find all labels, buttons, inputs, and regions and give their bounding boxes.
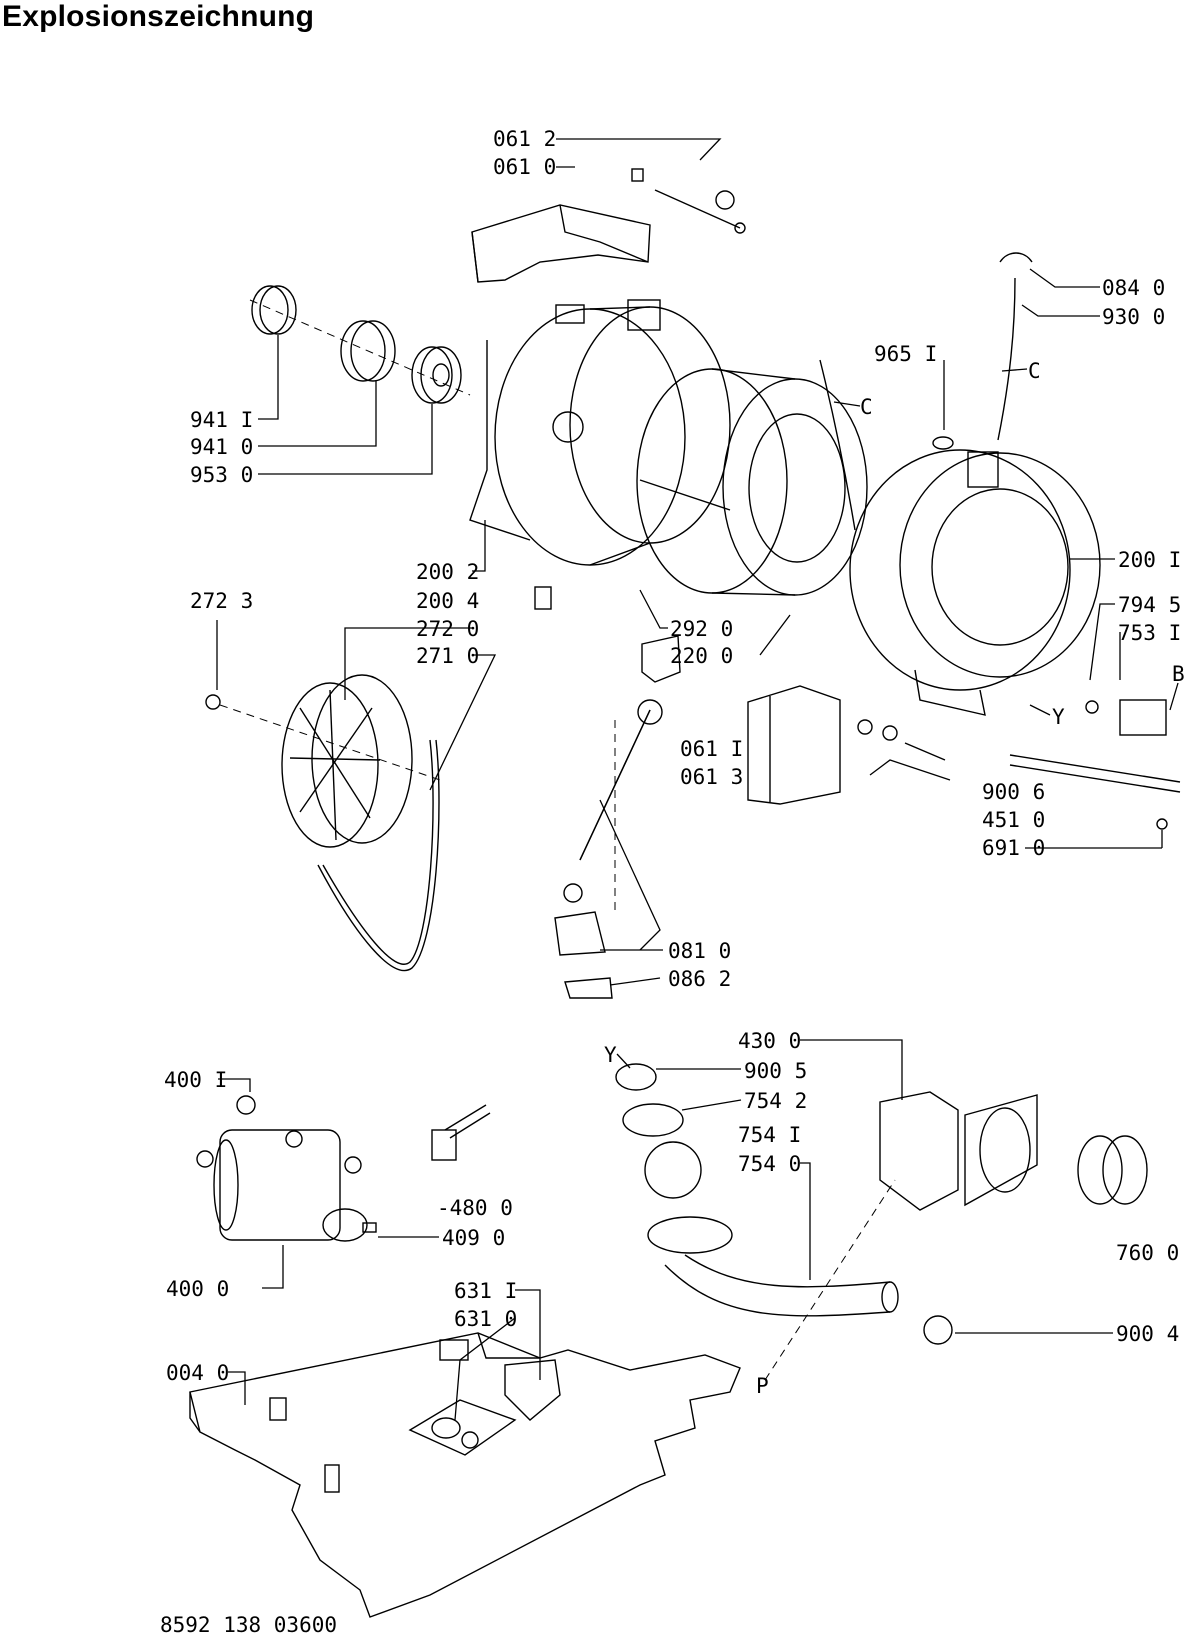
callout-2723: 272 3 bbox=[190, 589, 253, 613]
callout-0610: 061 0 bbox=[493, 155, 556, 179]
callout-9530: 953 0 bbox=[190, 463, 253, 487]
callout-4090: 409 0 bbox=[442, 1226, 505, 1250]
rear-tub-part bbox=[469, 299, 731, 566]
callout-4800: -480 0 bbox=[437, 1196, 513, 1220]
bearing-parts bbox=[249, 285, 471, 404]
callout-7945: 794 5 bbox=[1118, 593, 1181, 617]
callout-4001: 400 I bbox=[164, 1068, 227, 1092]
callout-2004: 200 4 bbox=[416, 589, 479, 613]
motor-part bbox=[196, 1095, 491, 1242]
callout-6910: 691 0 bbox=[982, 836, 1045, 860]
callout-0613: 061 3 bbox=[680, 765, 743, 789]
callout-9410: 941 0 bbox=[190, 435, 253, 459]
callout-4000: 400 0 bbox=[166, 1277, 229, 1301]
drum-part bbox=[636, 368, 868, 596]
back-cover-part bbox=[471, 168, 746, 283]
callout-7541: 754 I bbox=[738, 1123, 801, 1147]
heater-part bbox=[1009, 699, 1181, 830]
base-plate-part bbox=[189, 1332, 741, 1618]
page-title: Explosionszeichnung bbox=[2, 0, 315, 33]
callout-0862: 086 2 bbox=[668, 967, 731, 991]
callout-6311: 631 I bbox=[454, 1279, 517, 1303]
callout-y-tub: Y bbox=[1052, 705, 1065, 729]
callout-9300: 930 0 bbox=[1102, 305, 1165, 329]
callout-7531: 753 I bbox=[1118, 621, 1181, 645]
callout-9411: 941 I bbox=[190, 408, 253, 432]
callout-0040: 004 0 bbox=[166, 1361, 229, 1385]
callout-7600: 760 0 bbox=[1116, 1241, 1179, 1265]
callout-y-drain: Y bbox=[604, 1043, 617, 1067]
pulley-belt-part bbox=[205, 674, 441, 971]
callout-b: B bbox=[1172, 662, 1185, 686]
callout-6310: 631 0 bbox=[454, 1307, 517, 1331]
callout-2001: 200 I bbox=[1118, 548, 1181, 572]
leader-lines bbox=[216, 138, 1179, 1421]
callout-2002: 200 2 bbox=[416, 560, 479, 584]
callout-p: P bbox=[756, 1374, 769, 1398]
callout-c-lower: C bbox=[860, 395, 873, 419]
callout-0612: 061 2 bbox=[493, 127, 556, 151]
callout-labels: 061 2 061 0 084 0 930 0 965 I C C 941 I … bbox=[160, 127, 1185, 1635]
callout-0810: 081 0 bbox=[668, 939, 731, 963]
shock-absorber-part bbox=[534, 586, 681, 999]
callout-2720: 272 0 bbox=[416, 617, 479, 641]
callout-9651: 965 I bbox=[874, 342, 937, 366]
callout-2920: 292 0 bbox=[670, 617, 733, 641]
callout-4300: 430 0 bbox=[738, 1029, 801, 1053]
callout-2710: 271 0 bbox=[416, 644, 479, 668]
callout-9005: 900 5 bbox=[744, 1059, 807, 1083]
front-tub-part bbox=[849, 449, 1101, 716]
callout-2200: 220 0 bbox=[670, 644, 733, 668]
callout-0611: 061 I bbox=[680, 737, 743, 761]
callout-7542: 754 2 bbox=[744, 1089, 807, 1113]
hose-parts bbox=[819, 252, 1033, 531]
callout-7540: 754 0 bbox=[738, 1152, 801, 1176]
counterweight-part bbox=[747, 685, 946, 805]
callout-0840: 084 0 bbox=[1102, 276, 1165, 300]
callout-9004: 900 4 bbox=[1116, 1322, 1179, 1346]
callout-9006: 900 6 bbox=[982, 780, 1045, 804]
callout-4510: 451 0 bbox=[982, 808, 1045, 832]
callout-c-upper: C bbox=[1028, 359, 1041, 383]
drain-parts bbox=[615, 1063, 1148, 1345]
document-number: 8592 138 03600 bbox=[160, 1613, 337, 1635]
